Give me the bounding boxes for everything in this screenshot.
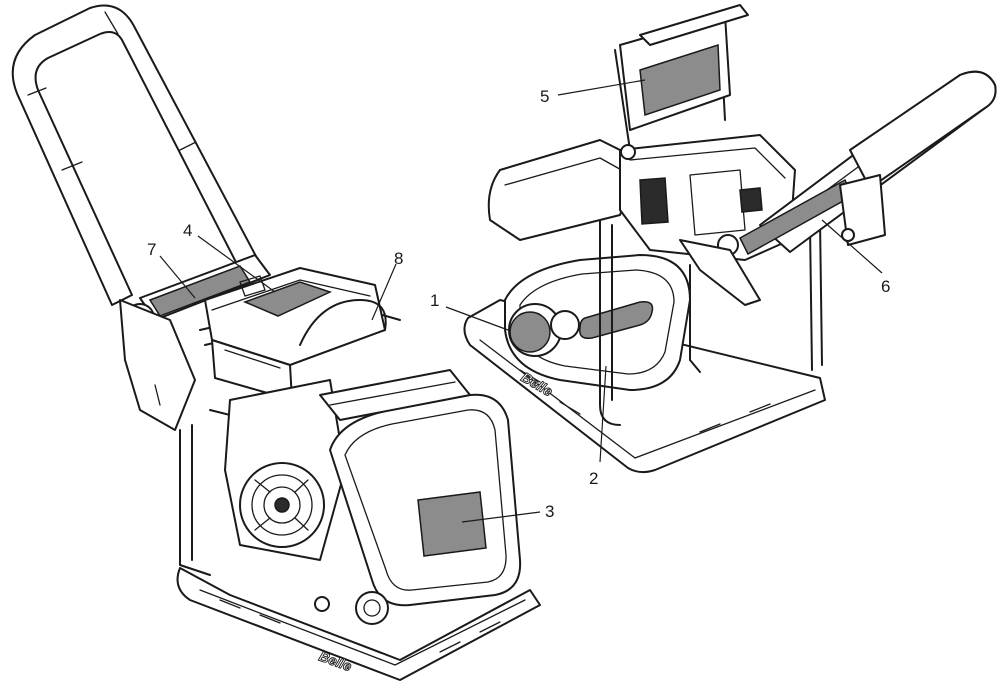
decal-5 [639, 43, 721, 117]
leader-5 [557, 79, 646, 96]
leader-7 [159, 255, 196, 299]
leader-6 [821, 219, 883, 274]
right-lift-frame [614, 4, 749, 160]
decal-2 [579, 300, 654, 340]
left-engine-block [224, 379, 346, 561]
left-handle [11, 4, 259, 306]
leader-8 [371, 263, 397, 321]
decal-1 [509, 311, 551, 353]
leader-1 [445, 306, 509, 331]
right-tank [487, 139, 641, 241]
leader-4 [197, 235, 276, 293]
callout-2: 2 [589, 469, 598, 488]
left-base-plate: Belle [176, 567, 541, 681]
leader-2 [599, 365, 607, 463]
right-compactor: Belle [463, 4, 997, 474]
left-side-bracket [119, 299, 196, 431]
callout-5: 5 [540, 87, 549, 106]
callout-8: 8 [394, 249, 403, 268]
callout-6: 6 [881, 277, 890, 296]
callouts: 1 2 3 4 5 6 7 8 [147, 79, 890, 523]
right-engine [619, 134, 796, 261]
callout-7: 7 [147, 240, 156, 259]
left-lift-loop [299, 299, 387, 346]
callout-4: 4 [183, 221, 192, 240]
right-belt-guard [504, 254, 691, 391]
left-belt-guard [319, 369, 522, 607]
decal-4 [242, 281, 333, 317]
callout-3: 3 [545, 502, 554, 521]
right-roll-frame [599, 219, 823, 426]
right-handle [739, 70, 997, 256]
callout-1: 1 [430, 291, 439, 310]
decal-7 [148, 265, 252, 317]
left-compactor: Belle [11, 4, 541, 681]
leader-3 [461, 511, 541, 523]
decal-3 [417, 491, 487, 557]
right-pulley [508, 303, 580, 357]
left-engine-top [204, 267, 386, 401]
